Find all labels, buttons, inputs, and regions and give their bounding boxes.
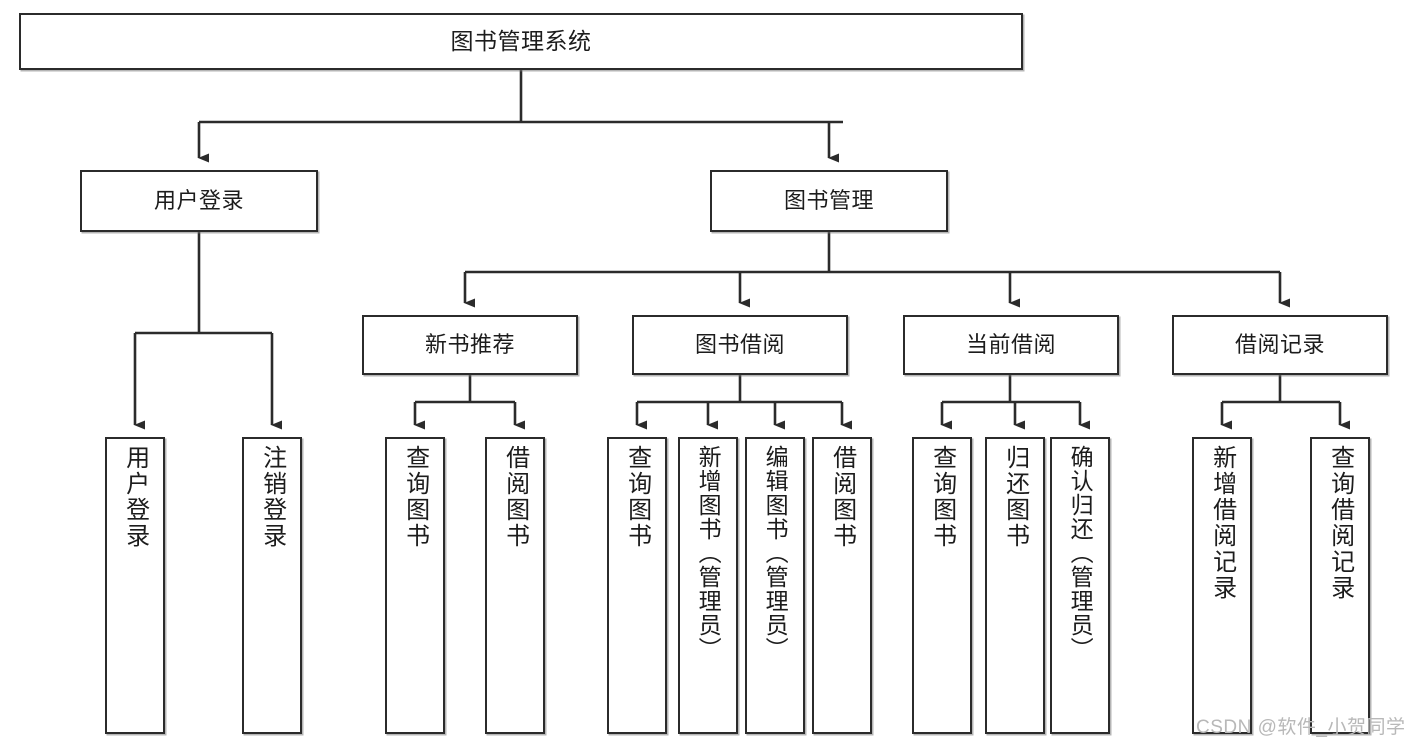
node-root-label: 图书管理系统 — [450, 27, 592, 54]
node-leaf-add-record[interactable]: 新增借阅记录 — [1192, 437, 1252, 734]
node-leaf-confirm-return-label: 确认归还（管理员） — [1067, 445, 1094, 661]
node-book-borrow[interactable]: 图书借阅 — [632, 315, 848, 375]
node-user-login[interactable]: 用户登录 — [80, 170, 318, 232]
node-leaf-query-book-1-label: 查询图书 — [401, 445, 429, 549]
node-leaf-return-book[interactable]: 归还图书 — [985, 437, 1045, 734]
node-leaf-query-book-3-label: 查询图书 — [928, 445, 956, 549]
node-borrow-record-label: 借阅记录 — [1234, 332, 1325, 358]
node-leaf-user-login[interactable]: 用户登录 — [105, 437, 165, 734]
node-leaf-return-book-label: 归还图书 — [1001, 445, 1029, 549]
node-leaf-edit-book[interactable]: 编辑图书（管理员） — [745, 437, 805, 734]
node-leaf-borrow-book-1[interactable]: 借阅图书 — [485, 437, 545, 734]
node-root[interactable]: 图书管理系统 — [19, 13, 1023, 70]
node-leaf-edit-book-label: 编辑图书（管理员） — [762, 445, 789, 661]
node-leaf-query-record[interactable]: 查询借阅记录 — [1310, 437, 1370, 734]
node-leaf-query-book-1[interactable]: 查询图书 — [385, 437, 445, 734]
node-leaf-confirm-return[interactable]: 确认归还（管理员） — [1050, 437, 1110, 734]
node-user-login-label: 用户登录 — [153, 188, 244, 214]
node-leaf-add-book[interactable]: 新增图书（管理员） — [678, 437, 738, 734]
node-book-borrow-label: 图书借阅 — [694, 332, 785, 358]
node-leaf-add-book-label: 新增图书（管理员） — [695, 445, 722, 661]
node-new-book-rec-label: 新书推荐 — [424, 332, 515, 358]
node-leaf-query-book-3[interactable]: 查询图书 — [912, 437, 972, 734]
node-borrow-record[interactable]: 借阅记录 — [1172, 315, 1388, 375]
node-leaf-borrow-book-1-label: 借阅图书 — [501, 445, 529, 549]
node-leaf-add-record-label: 新增借阅记录 — [1208, 445, 1236, 601]
node-leaf-user-login-label: 用户登录 — [121, 445, 149, 549]
node-leaf-logout[interactable]: 注销登录 — [242, 437, 302, 734]
node-leaf-query-book-2-label: 查询图书 — [623, 445, 651, 549]
node-leaf-query-book-2[interactable]: 查询图书 — [607, 437, 667, 734]
node-leaf-borrow-book-2-label: 借阅图书 — [828, 445, 856, 549]
node-current-borrow[interactable]: 当前借阅 — [903, 315, 1119, 375]
node-leaf-logout-label: 注销登录 — [258, 445, 286, 549]
node-leaf-borrow-book-2[interactable]: 借阅图书 — [812, 437, 872, 734]
node-current-borrow-label: 当前借阅 — [965, 332, 1056, 358]
node-leaf-query-record-label: 查询借阅记录 — [1326, 445, 1354, 601]
node-new-book-rec[interactable]: 新书推荐 — [362, 315, 578, 375]
node-book-manage[interactable]: 图书管理 — [710, 170, 948, 232]
node-book-manage-label: 图书管理 — [783, 188, 874, 214]
